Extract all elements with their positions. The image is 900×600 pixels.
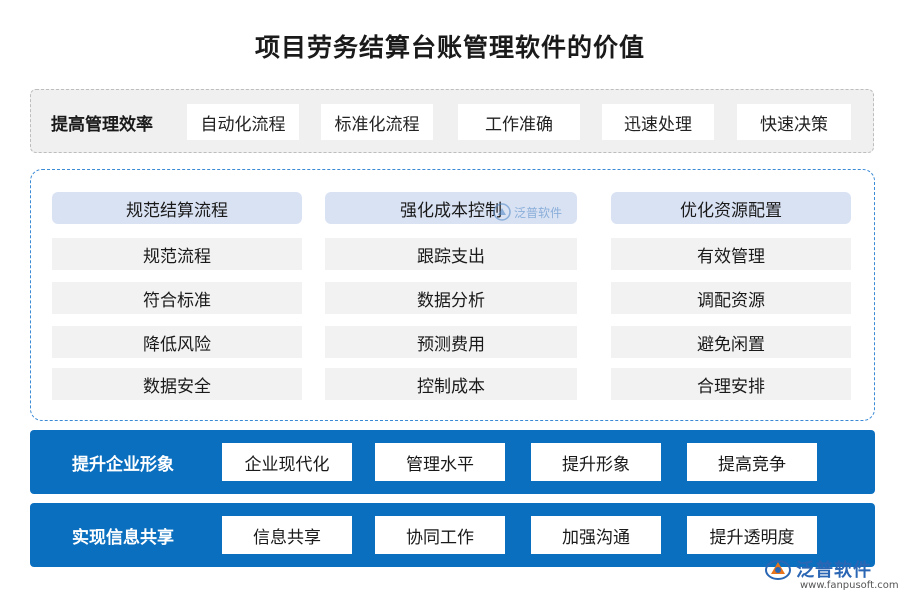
- enterprise-image-item: 企业现代化: [222, 443, 352, 481]
- column-item: 规范流程: [52, 238, 302, 270]
- column-item: 避免闲置: [611, 326, 851, 358]
- watermark: 泛普软件: [493, 203, 562, 221]
- column-header-resource: 优化资源配置: [611, 192, 851, 224]
- efficiency-item: 快速决策: [737, 104, 851, 140]
- enterprise-image-item: 提升形象: [531, 443, 661, 481]
- enterprise-image-row: 提升企业形象 企业现代化 管理水平 提升形象 提高竞争: [30, 430, 875, 494]
- watermark-logo-icon: [493, 203, 511, 221]
- column-item: 控制成本: [325, 368, 577, 400]
- info-sharing-item: 加强沟通: [531, 516, 661, 554]
- page-title: 项目劳务结算台账管理软件的价值: [254, 33, 645, 62]
- enterprise-image-item: 提高竞争: [687, 443, 817, 481]
- enterprise-image-label: 提升企业形象: [72, 455, 174, 475]
- brand-url: www.fanpusoft.com: [800, 580, 899, 591]
- column-item: 数据安全: [52, 368, 302, 400]
- info-sharing-item: 协同工作: [375, 516, 505, 554]
- info-sharing-row: 实现信息共享 信息共享 协同工作 加强沟通 提升透明度: [30, 503, 875, 567]
- efficiency-item: 工作准确: [458, 104, 580, 140]
- info-sharing-item: 提升透明度: [687, 516, 817, 554]
- efficiency-item: 标准化流程: [321, 104, 433, 140]
- column-item: 符合标准: [52, 282, 302, 314]
- enterprise-image-item: 管理水平: [375, 443, 505, 481]
- info-sharing-item: 信息共享: [222, 516, 352, 554]
- column-item: 数据分析: [325, 282, 577, 314]
- info-sharing-label: 实现信息共享: [72, 528, 174, 548]
- column-item: 跟踪支出: [325, 238, 577, 270]
- column-header-cost-control: 强化成本控制: [325, 192, 577, 224]
- value-columns-panel: 规范结算流程 规范流程 符合标准 降低风险 数据安全 强化成本控制 跟踪支出 数…: [30, 169, 875, 421]
- column-item: 调配资源: [611, 282, 851, 314]
- column-header-settlement: 规范结算流程: [52, 192, 302, 224]
- brand-logo-icon: [765, 560, 791, 580]
- brand-logo-text: 泛普软件: [796, 560, 872, 581]
- efficiency-item: 迅速处理: [602, 104, 714, 140]
- column-item: 降低风险: [52, 326, 302, 358]
- column-item: 合理安排: [611, 368, 851, 400]
- brand-logo: 泛普软件: [764, 556, 872, 582]
- watermark-text: 泛普软件: [514, 205, 563, 220]
- management-efficiency-row: 提高管理效率 自动化流程 标准化流程 工作准确 迅速处理 快速决策: [30, 89, 874, 153]
- column-item: 有效管理: [611, 238, 851, 270]
- management-efficiency-label: 提高管理效率: [51, 115, 153, 135]
- column-item: 预测费用: [325, 326, 577, 358]
- efficiency-item: 自动化流程: [187, 104, 299, 140]
